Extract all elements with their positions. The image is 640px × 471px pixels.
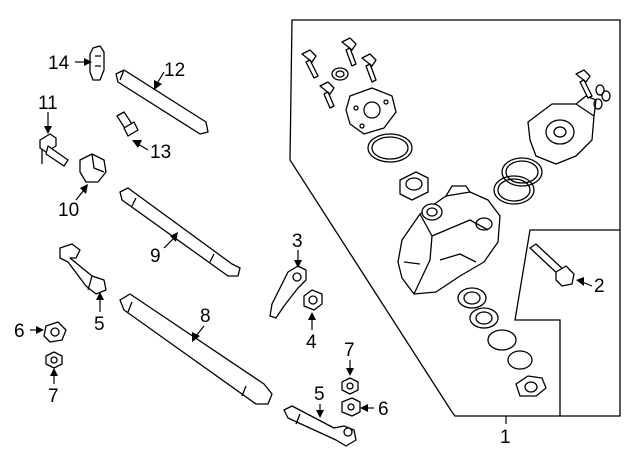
part-7-nut-left	[45, 351, 63, 369]
part-11-tie-rod-end	[39, 133, 69, 167]
callout-6-right: 6	[378, 399, 389, 420]
callout-7-right: 7	[344, 340, 355, 361]
callout-5-left: 5	[94, 314, 105, 335]
callout-12: 12	[164, 60, 185, 81]
callout-14: 14	[48, 53, 70, 74]
part-6-nut-right	[341, 397, 361, 417]
callout-11: 11	[38, 93, 58, 114]
callout-9: 9	[150, 246, 161, 267]
leader-lines	[30, 58, 593, 424]
callout-13: 13	[150, 142, 171, 163]
part-13-bolt	[116, 111, 139, 137]
part-10-bushing	[79, 153, 107, 183]
callout-7-left: 7	[48, 386, 59, 407]
callout-10: 10	[58, 200, 79, 221]
part-2-bolt	[529, 243, 575, 287]
callout-4: 4	[306, 332, 317, 353]
callout-6-left: 6	[14, 321, 25, 342]
part-6-nut-left	[43, 321, 67, 343]
part-9-drag-link	[119, 187, 241, 277]
callout-5-right: 5	[314, 384, 325, 405]
part-5-tie-rod-end-left	[59, 243, 107, 295]
part-5-tie-rod-end-right	[283, 405, 357, 447]
assembly-outline	[289, 19, 621, 417]
part-7-nut-right	[341, 377, 359, 395]
callout-1: 1	[500, 427, 511, 448]
part-8-tie-rod	[119, 293, 273, 405]
part-4-nut	[303, 289, 323, 311]
callout-3: 3	[292, 231, 303, 252]
callout-2: 2	[594, 276, 605, 297]
callout-8: 8	[200, 306, 211, 327]
part-12-rod	[115, 69, 209, 135]
part-14-clip	[89, 45, 105, 81]
part-3-pitman-arm	[269, 265, 307, 319]
steering-gear-assembly	[301, 37, 611, 397]
assembly-outline-notch	[514, 229, 620, 416]
